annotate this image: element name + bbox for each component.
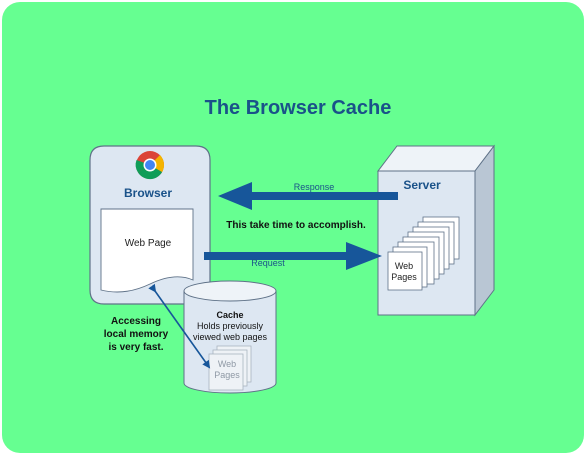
cache-pages-label-1: Web (218, 359, 236, 369)
request-label: Request (251, 258, 285, 268)
browser-label: Browser (124, 186, 172, 200)
server-box: Server Web Pages (376, 144, 496, 317)
slow-note: This take time to accomplish. (226, 220, 366, 231)
local-note-line2: local memory (104, 329, 169, 340)
response-label: Response (294, 182, 335, 192)
cache-web-pages-stack (208, 345, 252, 391)
chrome-logo-icon (135, 151, 165, 180)
cache-cylinder: Cache Holds previously viewed web pages … (183, 280, 277, 394)
cache-pages-label-2: Pages (214, 370, 240, 380)
cache-label: Cache (216, 310, 243, 320)
local-access-arrow (148, 283, 211, 369)
server-pages-label-2: Pages (391, 272, 417, 282)
local-note-line3: is very fast. (108, 342, 163, 353)
cache-desc-line1: Holds previously (197, 321, 264, 331)
browser-web-page-label: Web Page (125, 238, 172, 249)
response-arrow (218, 182, 398, 210)
server-pages-label-1: Web (395, 261, 413, 271)
server-web-pages-stack (387, 216, 460, 291)
diagram-title: The Browser Cache (205, 97, 392, 119)
local-note-line1: Accessing (111, 316, 161, 327)
server-label: Server (403, 178, 441, 192)
browser-box: Browser Web Page (89, 145, 211, 305)
cache-desc-line2: viewed web pages (193, 332, 268, 342)
request-arrow (204, 242, 382, 270)
